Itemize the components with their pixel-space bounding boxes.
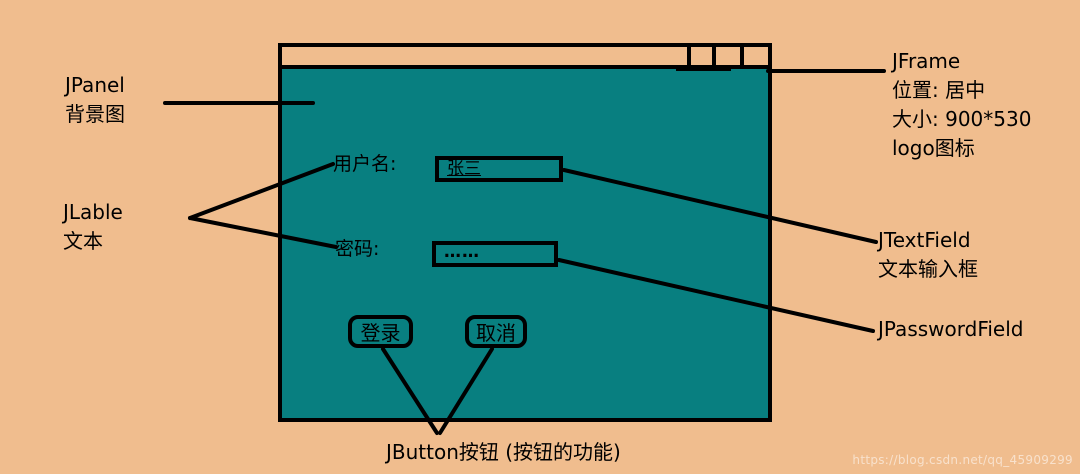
jframe-annotation-line: 位置: 居中	[892, 78, 986, 102]
password-value: ……	[444, 242, 480, 262]
password-field[interactable]: ……	[432, 241, 558, 267]
jframe-annotation-line: 大小: 900*530	[892, 107, 1032, 131]
jpanel-annotation-line: 背景图	[65, 102, 125, 126]
jframe-annotation: JFrame 位置: 居中 大小: 900*530 logo图标	[892, 47, 1031, 163]
jframe-window: 用户名: 张三 密码: …… 登录 取消	[278, 43, 772, 422]
jlable-annotation-line: 文本	[63, 229, 103, 253]
watermark: https://blog.csdn.net/qq_45909299	[852, 453, 1073, 467]
jtextfield-annotation-line: JTextField	[878, 228, 971, 252]
jpanel-background: 用户名: 张三 密码: …… 登录 取消	[282, 69, 768, 418]
titlebar-button-icon[interactable]	[687, 47, 712, 65]
username-label: 用户名:	[333, 153, 397, 175]
jframe-annotation-line: JFrame	[892, 49, 961, 73]
titlebar-button-icon[interactable]	[740, 47, 768, 65]
jpanel-annotation: JPanel 背景图	[65, 71, 125, 129]
jtextfield-annotation: JTextField 文本输入框	[878, 226, 978, 284]
password-label: 密码:	[335, 238, 380, 260]
jpanel-annotation-line: JPanel	[65, 73, 125, 97]
jlable-annotation: JLable 文本	[63, 198, 123, 256]
titlebar	[282, 47, 768, 69]
cancel-button[interactable]: 取消	[465, 315, 527, 348]
jframe-annotation-line: logo图标	[892, 136, 975, 160]
jpasswordfield-annotation: JPasswordField	[878, 317, 1024, 341]
username-value: 张三	[447, 159, 481, 179]
titlebar-button-icon[interactable]	[712, 47, 740, 65]
jbutton-annotation: JButton按钮 (按钮的功能)	[386, 440, 621, 464]
login-button[interactable]: 登录	[348, 315, 413, 348]
username-field[interactable]: 张三	[435, 156, 563, 182]
jlable-annotation-line: JLable	[63, 200, 123, 224]
jtextfield-annotation-line: 文本输入框	[878, 257, 978, 281]
